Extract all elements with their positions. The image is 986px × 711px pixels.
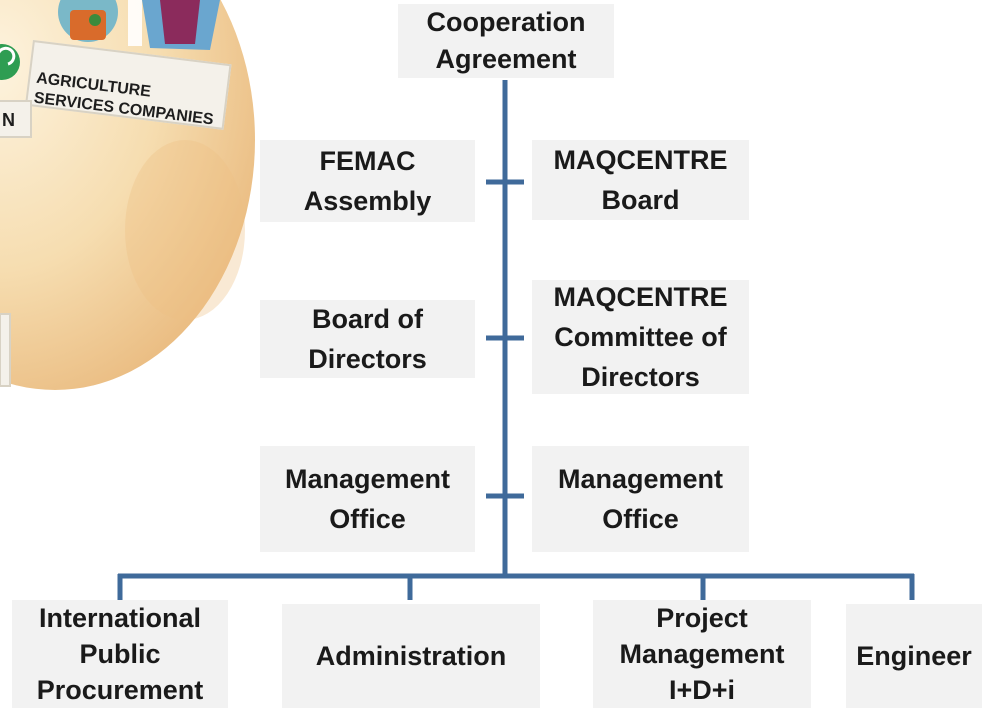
node-administration-label: Administration — [315, 641, 507, 671]
node-maqcentre-committee-label: MAQCENTRE Committee of Directors — [553, 282, 728, 392]
recycle-icon — [0, 44, 20, 80]
partial-sign-label: N — [2, 110, 15, 130]
node-international-procurement-label: International Public Procurement — [36, 603, 204, 705]
node-management-office-left: Management Office — [260, 446, 475, 552]
node-project-management-label: Project Management I+D+i — [619, 603, 785, 705]
node-maqcentre-board: MAQCENTRE Board — [532, 140, 749, 220]
node-management-office-right: Management Office — [532, 446, 749, 552]
node-maqcentre-board-label: MAQCENTRE Board — [553, 145, 728, 215]
node-engineer-label: Engineer — [856, 641, 972, 671]
node-international-procurement: International Public Procurement — [12, 600, 228, 708]
node-maqcentre-committee: MAQCENTRE Committee of Directors — [532, 280, 749, 394]
building-icon — [128, 0, 220, 50]
node-femac-assembly-label: FEMAC Assembly — [303, 146, 432, 216]
node-board-of-directors-label: Board of Directors — [308, 304, 427, 374]
node-management-office-left-label: Management Office — [284, 464, 451, 534]
root-node-label: Cooperation Agreement — [426, 7, 586, 74]
node-board-of-directors: Board of Directors — [260, 300, 475, 378]
node-management-office-right-label: Management Office — [557, 464, 724, 534]
partial-sign: N — [0, 100, 32, 138]
node-femac-assembly: FEMAC Assembly — [260, 140, 475, 222]
node-project-management: Project Management I+D+i — [593, 600, 811, 708]
node-administration: Administration — [282, 604, 540, 708]
farm-icon — [58, 0, 118, 42]
root-node: Cooperation Agreement — [398, 4, 614, 78]
node-engineer: Engineer — [846, 604, 982, 708]
